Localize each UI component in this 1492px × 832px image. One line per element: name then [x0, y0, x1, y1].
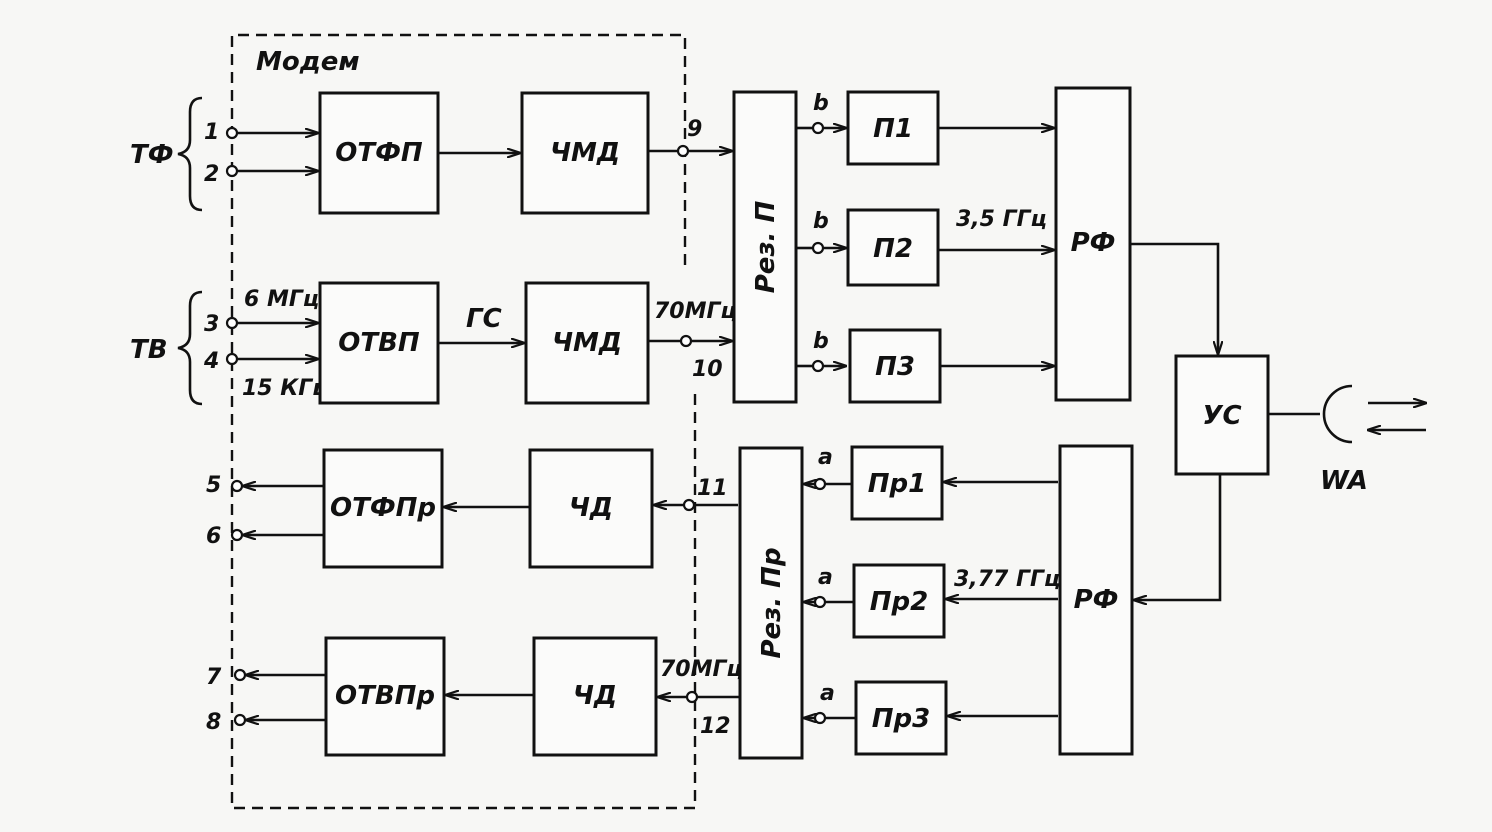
freq-15khz-label: 15 КГц [242, 376, 329, 401]
tf-group-label: ТФ [130, 140, 174, 170]
switch-a2-label: a [818, 565, 833, 590]
tv-group-label: ТВ [130, 335, 168, 365]
terminal-10 [679, 334, 693, 348]
us-label: УС [1202, 401, 1241, 431]
wire-rftx-us [1130, 242, 1218, 354]
pr2-block [852, 563, 946, 639]
switch-b1 [811, 121, 825, 135]
switch-a2 [813, 595, 827, 609]
chmd-tf-label: ЧМД [550, 138, 620, 168]
p3-block [848, 328, 942, 404]
pr2-label: Пр2 [870, 587, 928, 617]
p2-block [846, 208, 940, 287]
terminal-8-label: 8 [206, 710, 221, 735]
pr1-label: Пр1 [868, 469, 926, 499]
switch-a3 [813, 711, 827, 725]
switch-b2-label: b [813, 209, 829, 234]
otfpr-block [322, 448, 444, 569]
terminal-7 [233, 668, 247, 682]
chd-tv-label: ЧД [573, 681, 617, 711]
switch-a1 [813, 477, 827, 491]
antenna-icon [1322, 384, 1353, 444]
antenna-label: WA [1320, 466, 1368, 496]
pr3-label: Пр3 [872, 704, 930, 734]
terminal-6 [230, 528, 244, 542]
otfp-label: ОТФП [335, 138, 423, 168]
us-block [1174, 354, 1270, 476]
otvpr-label: ОТВПр [335, 681, 435, 711]
if-70mhz-tx-label: 70МГц [654, 299, 737, 324]
rf-rx-label: РФ [1074, 585, 1119, 615]
terminal-1 [225, 126, 239, 140]
terminal-5-label: 5 [206, 473, 221, 498]
wire-us-rfrx [1134, 474, 1222, 600]
terminal-3 [225, 316, 239, 330]
terminal-9 [676, 144, 690, 158]
p3-label: П3 [875, 352, 915, 382]
switch-b1-label: b [813, 91, 829, 116]
otvp-block [318, 281, 440, 405]
freq-6mhz-label: 6 МГц [244, 287, 319, 312]
terminal-4 [225, 352, 239, 366]
freq-377ghz-label: 3,77 ГГц [954, 567, 1060, 592]
switch-a3-label: a [820, 681, 835, 706]
otvp-label: ОТВП [338, 328, 420, 358]
chmd-tf-block [520, 91, 650, 215]
switch-b2 [811, 241, 825, 255]
modem-title: Модем [256, 47, 360, 77]
modem-boundary [230, 33, 697, 810]
switch-b3 [811, 359, 825, 373]
freq-35ghz-label: 3,5 ГГц [956, 207, 1047, 232]
terminal-6-label: 6 [206, 524, 221, 549]
rez-p-block [732, 90, 798, 404]
terminal-12-label: 12 [700, 714, 731, 739]
rf-tx-block [1054, 86, 1132, 402]
chmd-tv-label: ЧМД [552, 328, 622, 358]
p1-label: П1 [873, 114, 913, 144]
terminal-4-label: 4 [203, 349, 219, 374]
otfpr-label: ОТФПр [330, 493, 436, 523]
rez-pr-block [738, 446, 804, 760]
tv-brace [177, 290, 203, 406]
rf-rx-block [1058, 444, 1134, 756]
terminal-2 [225, 164, 239, 178]
switch-a1-label: a [818, 445, 833, 470]
pr3-block [854, 680, 948, 756]
terminal-11 [682, 498, 696, 512]
tf-brace [177, 96, 203, 212]
otvpr-block [324, 636, 446, 757]
chd-tf-block [528, 448, 654, 569]
terminal-2-label: 2 [204, 162, 219, 187]
pr1-block [850, 445, 944, 521]
terminal-12 [685, 690, 699, 704]
chd-tv-block [532, 636, 658, 757]
switch-b3-label: b [813, 329, 829, 354]
chmd-tv-block [524, 281, 650, 405]
terminal-10-label: 10 [692, 357, 723, 382]
if-70mhz-rx-label: 70МГц [660, 657, 743, 682]
terminal-7-label: 7 [206, 665, 222, 690]
p2-label: П2 [873, 234, 913, 264]
rf-tx-label: РФ [1071, 228, 1116, 258]
terminal-1-label: 1 [204, 120, 219, 145]
rez-pr-label: Рез. Пр [757, 547, 787, 658]
rez-p-label: Рез. П [751, 201, 781, 294]
gs-label: ГС [466, 304, 502, 334]
terminal-8 [233, 713, 247, 727]
terminal-3-label: 3 [204, 312, 219, 337]
terminal-9-label: 9 [687, 117, 702, 142]
terminal-11-label: 11 [697, 476, 728, 501]
chd-tf-label: ЧД [569, 493, 613, 523]
terminal-5 [230, 479, 244, 493]
